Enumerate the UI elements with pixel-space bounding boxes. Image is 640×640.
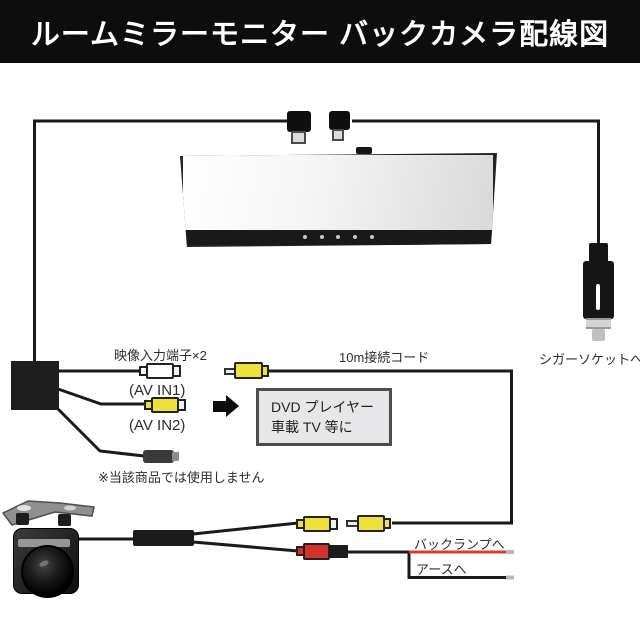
power-plug-left-tip	[291, 131, 306, 144]
splitter-to-yellow-wire	[192, 521, 299, 536]
cigar-plug-collar	[586, 318, 611, 329]
av-in2-cap	[177, 399, 186, 411]
cigar-socket-label: シガーソケットへ	[539, 352, 640, 367]
backup-camera	[13, 528, 79, 598]
monitor-button-4	[353, 235, 357, 239]
camera-screw-right	[58, 514, 71, 526]
cigar-plug-neck	[589, 243, 608, 265]
unused-connector	[143, 450, 174, 463]
bracket-hole-left	[17, 505, 31, 511]
cord-10m-plug-collar	[261, 365, 269, 377]
camera-power-jack	[329, 545, 348, 558]
camera-video-jack-cap	[329, 518, 338, 530]
power-plug-right-body	[329, 111, 350, 130]
cord-10m-label: 10m接続コード	[339, 350, 430, 365]
av-in1-cap	[172, 365, 181, 377]
control-box	[11, 361, 59, 410]
dvd-box-line1: DVD プレイヤー	[271, 398, 375, 415]
cord-10m-plug-body	[234, 362, 263, 379]
cord-10m-camera-end-collar	[383, 518, 391, 529]
arrow-icon	[213, 401, 226, 412]
camera-video-jack-body	[303, 516, 331, 532]
camera-screw-left	[16, 513, 29, 525]
mirror-monitor	[180, 153, 497, 247]
mirror-mount-tab	[356, 147, 372, 154]
dvd-player-box: DVD プレイヤー 車載 TV 等に	[256, 388, 392, 446]
av-in1-body	[146, 363, 174, 379]
camera-cable-splitter	[133, 530, 194, 546]
av-in1-label: (AV IN1)	[129, 382, 186, 399]
cigar-plug-tip	[592, 329, 605, 341]
camera-lens-glint	[38, 559, 50, 568]
mirror-button-bar	[185, 230, 492, 245]
cord-10m-camera-end-body	[357, 515, 385, 532]
arrow-icon-head	[226, 395, 239, 417]
monitor-button-5	[370, 235, 374, 239]
dvd-box-line2: 車載 TV 等に	[271, 418, 353, 435]
power-plug-right-tip	[332, 129, 344, 141]
monitor-button-3	[336, 235, 340, 239]
page-title: ルームミラーモニター バックカメラ配線図	[30, 18, 610, 51]
bracket-hole-right	[64, 505, 76, 511]
camera-lens	[21, 545, 74, 598]
splitter-to-red-wire	[192, 540, 299, 553]
monitor-button-2	[320, 235, 324, 239]
mirror-screen	[183, 155, 493, 231]
camera-bracket	[1, 500, 95, 526]
unused-note-label: ※当該商品では使用しません	[98, 470, 265, 485]
power-plug-left-body	[287, 111, 311, 132]
unused-connector-cap	[172, 452, 179, 461]
ground-label: アースへ	[416, 562, 467, 577]
video-input-label: 映像入力端子×2	[114, 348, 207, 363]
cigar-plug-slit	[596, 284, 600, 310]
back-lamp-label: バックランプへ	[414, 537, 505, 552]
camera-label-band	[18, 539, 70, 547]
cigar-plug-body	[583, 261, 614, 319]
monitor-button-1	[303, 235, 307, 239]
av-in2-body	[151, 397, 179, 413]
camera-power-body	[303, 543, 330, 560]
av-in2-label: (AV IN2)	[129, 417, 186, 434]
title-banner: ルームミラーモニター バックカメラ配線図	[0, 0, 640, 63]
